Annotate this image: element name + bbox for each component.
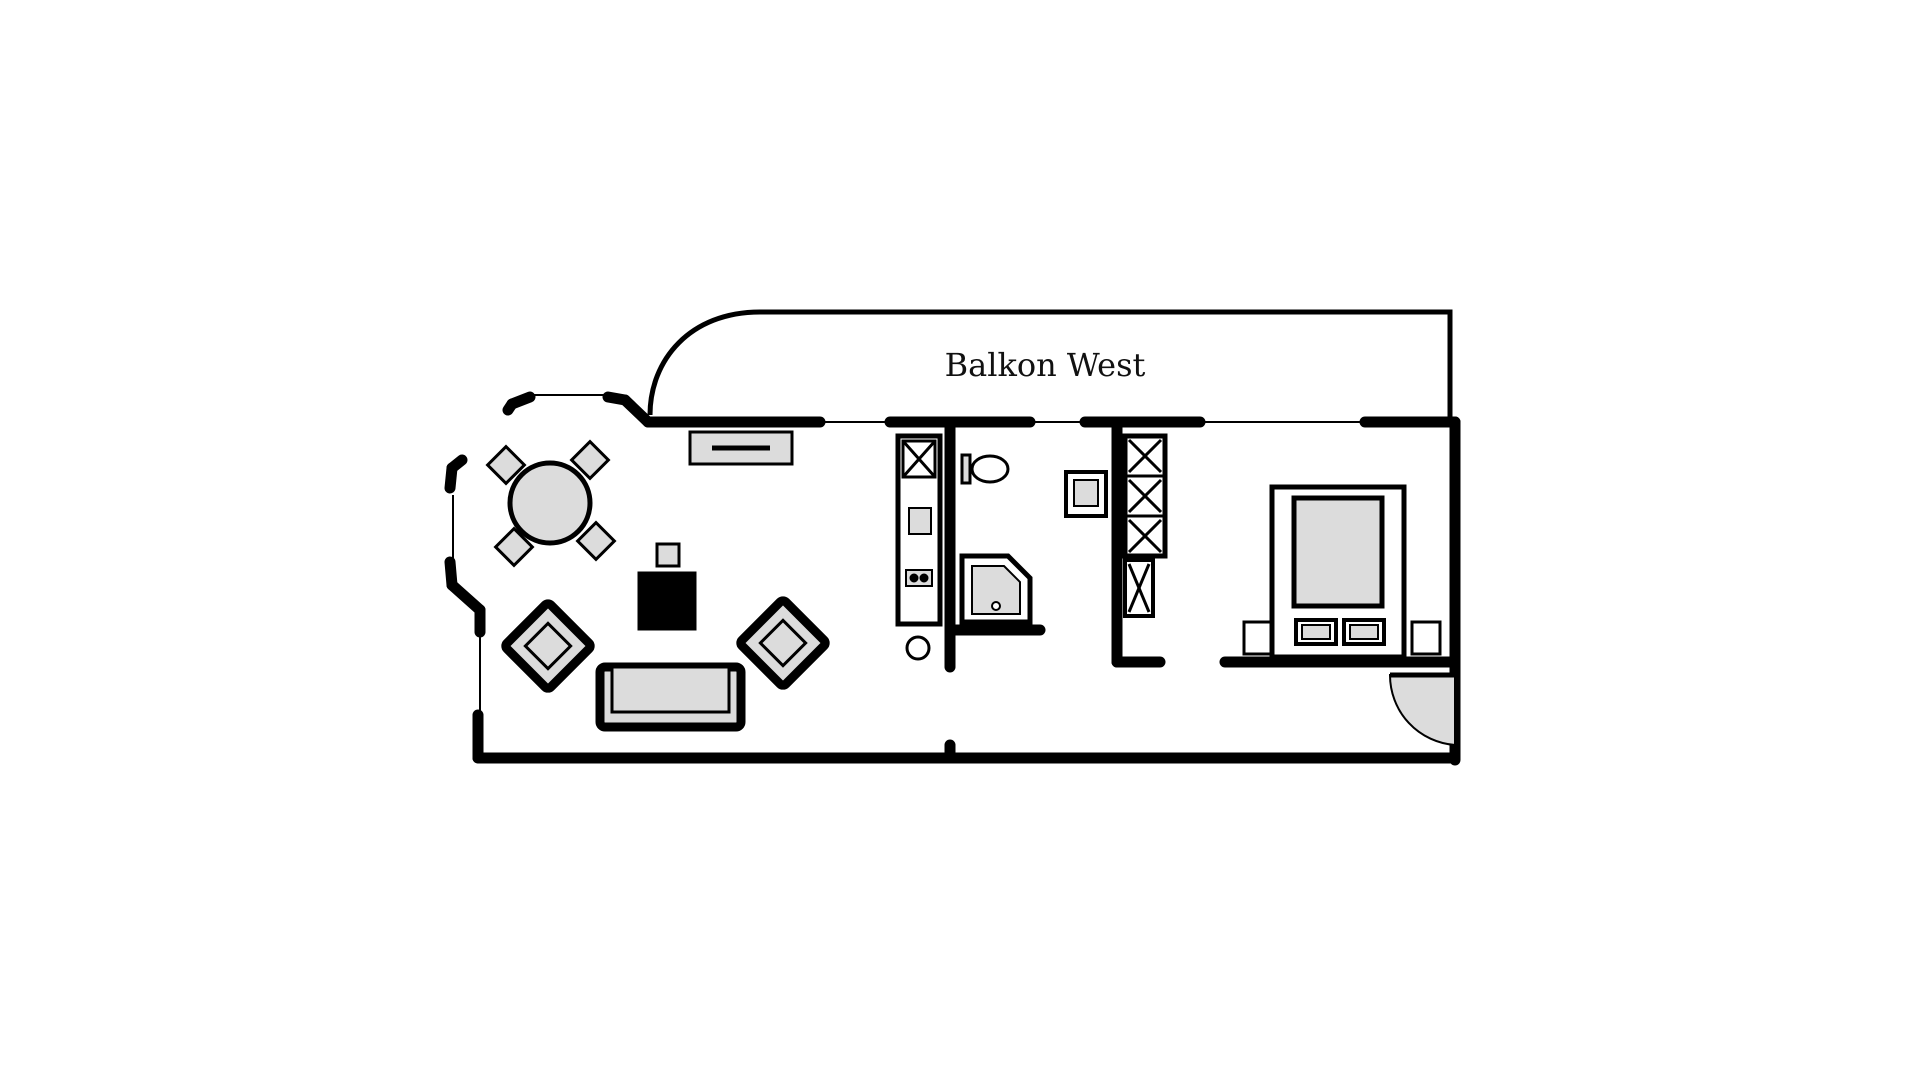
dining-table (507, 460, 593, 546)
hob-burner (909, 573, 919, 583)
wall-segment (446, 579, 486, 616)
entry-door (1388, 672, 1456, 747)
balcony-outline (647, 309, 1453, 420)
coffee-table (637, 571, 697, 631)
door-swing (1388, 674, 1456, 747)
cabinet-cross (901, 440, 937, 478)
bed-mattress (1291, 495, 1385, 609)
armchair-seat (758, 618, 808, 668)
cabinet-cross (1127, 518, 1163, 554)
dining-chair (493, 526, 535, 568)
toilet-tank (960, 453, 972, 485)
armchair-seat (523, 621, 573, 671)
dining-chair (575, 520, 617, 562)
windows (452, 394, 1365, 715)
kitchen-sink (908, 507, 932, 535)
dining-chair (485, 444, 527, 486)
cabinet-cross (1127, 438, 1163, 474)
tv-stool (655, 542, 681, 568)
sofa-seat (610, 665, 731, 714)
balcony-label: Balkon West (945, 346, 1146, 384)
balcony: Balkon West (647, 309, 1453, 420)
walls (444, 391, 1461, 766)
pillow-inner (1301, 624, 1331, 640)
cabinet-cross (1127, 563, 1151, 613)
living-room-furniture (485, 430, 830, 732)
nightstand (1242, 620, 1274, 656)
dining-chair (569, 439, 611, 481)
kitchen-stool (905, 635, 931, 661)
nightstand (1410, 620, 1442, 656)
shower-base (971, 565, 1021, 615)
cabinet-cross (1127, 478, 1163, 514)
hob-burner (919, 573, 929, 583)
bedroom (1242, 484, 1442, 660)
wardrobe (1064, 433, 1168, 618)
wall-segment (444, 462, 458, 494)
pillow-inner (1349, 624, 1379, 640)
bathroom (959, 453, 1033, 625)
toilet-bowl (970, 454, 1010, 484)
shower-drain (991, 601, 1001, 611)
wall-segment (502, 398, 518, 416)
wash-basin-bowl (1073, 479, 1099, 507)
kitchen (895, 433, 943, 661)
